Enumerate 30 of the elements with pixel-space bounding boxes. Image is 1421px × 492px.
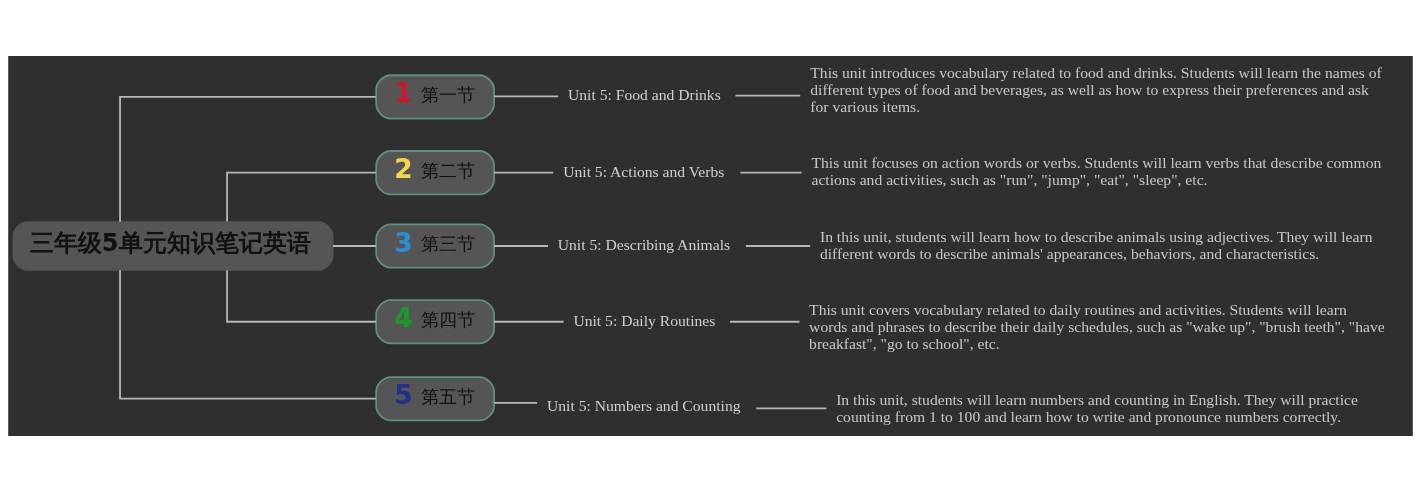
node-text: This unit focuses on action words or verbs. Students will learn verbs that describe common actions and activities, such as "run", "jump", "eat", "sleep", etc.	[811, 154, 1382, 189]
connector	[119, 269, 377, 400]
connector	[493, 95, 559, 98]
node-text: Unit 5: Describing Animals	[557, 236, 731, 254]
node-text: Unit 5: Actions and Verbs	[563, 162, 725, 180]
node-text: This unit covers vocabulary related to daily routines and activities. Students will learn words and phrases to describe their daily schedules, such as "wake up", "brush teeth", "have breakfast", "go to school", etc.	[809, 301, 1385, 352]
node-box: 4 第四节	[375, 299, 495, 345]
connector	[119, 96, 377, 223]
node-box: 3 第三节	[375, 223, 495, 269]
node-box: 2 第二节	[375, 150, 495, 196]
node-text: In this unit, students will learn numbers and counting in English. They will practice counting from 1 to 100 and learn how to write and pronounce numbers correctly.	[836, 391, 1358, 426]
connector	[755, 407, 828, 410]
connector	[332, 245, 377, 247]
connector	[739, 171, 803, 174]
connector	[493, 402, 538, 404]
node-text: Unit 5: Daily Routines	[573, 311, 716, 329]
connector	[729, 320, 801, 323]
node-text: Unit 5: Numbers and Counting	[546, 397, 741, 415]
node-box: 5 第五节	[375, 376, 495, 422]
connector	[493, 245, 549, 247]
connector	[493, 171, 555, 174]
connector	[493, 320, 565, 323]
connector	[226, 269, 377, 323]
connector	[734, 94, 802, 97]
connector	[745, 245, 812, 247]
node-box: 三年级5单元知识笔记英语	[12, 221, 334, 271]
connector	[226, 171, 377, 223]
node-text: This unit introduces vocabulary related to food and drinks. Students will learn the names of different types of food and beverages, as well as how to express their preferences and ask for various items.	[810, 64, 1382, 115]
node-text: In this unit, students will learn how to describe animals using adjectives. They will learn different words to describe animals' appearances, behaviors, and characteristics.	[819, 227, 1373, 262]
node-text: Unit 5: Food and Drinks	[568, 85, 721, 103]
